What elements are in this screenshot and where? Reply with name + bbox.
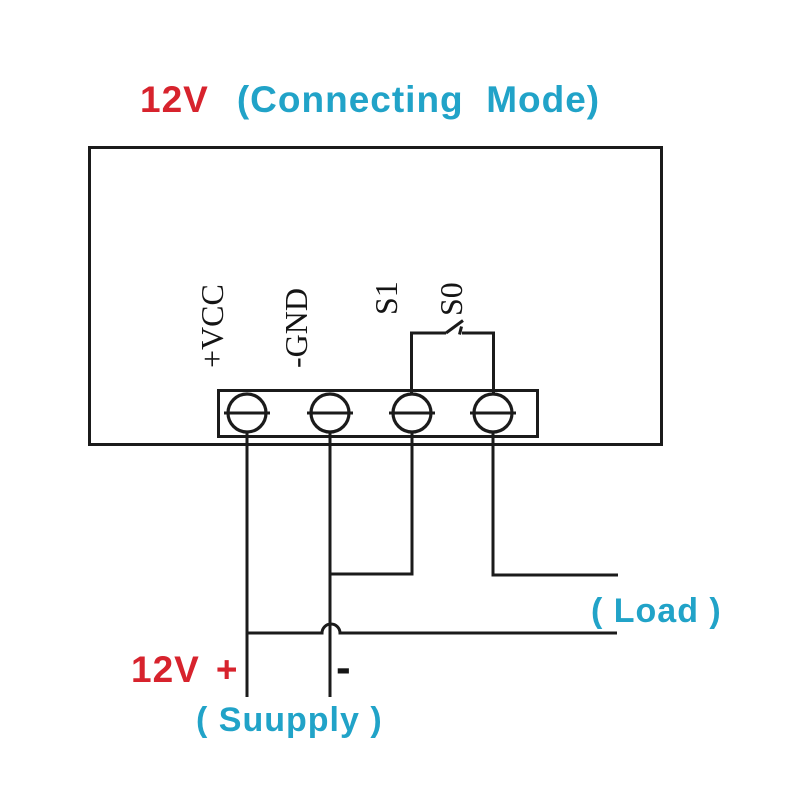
supply-minus-label: - xyxy=(336,643,351,692)
supply-plus-label: + xyxy=(215,649,239,690)
load-label: ( Load ) xyxy=(591,592,722,630)
wire-load-lower-with-hop xyxy=(247,622,617,635)
title-mode-label: (Connecting Mode) xyxy=(236,79,601,120)
terminal-label-vcc: +VCC xyxy=(194,284,230,368)
title-voltage-label: 12V xyxy=(140,79,209,120)
supply-positive: 12V + xyxy=(131,649,239,690)
diagram-title: 12V (Connecting Mode) xyxy=(140,80,600,120)
supply-voltage-label: 12V xyxy=(131,649,200,690)
terminal-block xyxy=(217,389,539,438)
terminal-label-s0: S0 xyxy=(433,282,469,316)
supply-label: ( Suupply ) xyxy=(196,701,383,739)
wire-s1-gnd-link xyxy=(330,430,414,576)
terminal-label-gnd: -GND xyxy=(278,288,314,368)
wire-s0-load-upper xyxy=(491,430,618,577)
terminal-label-s1: S1 xyxy=(368,281,404,315)
